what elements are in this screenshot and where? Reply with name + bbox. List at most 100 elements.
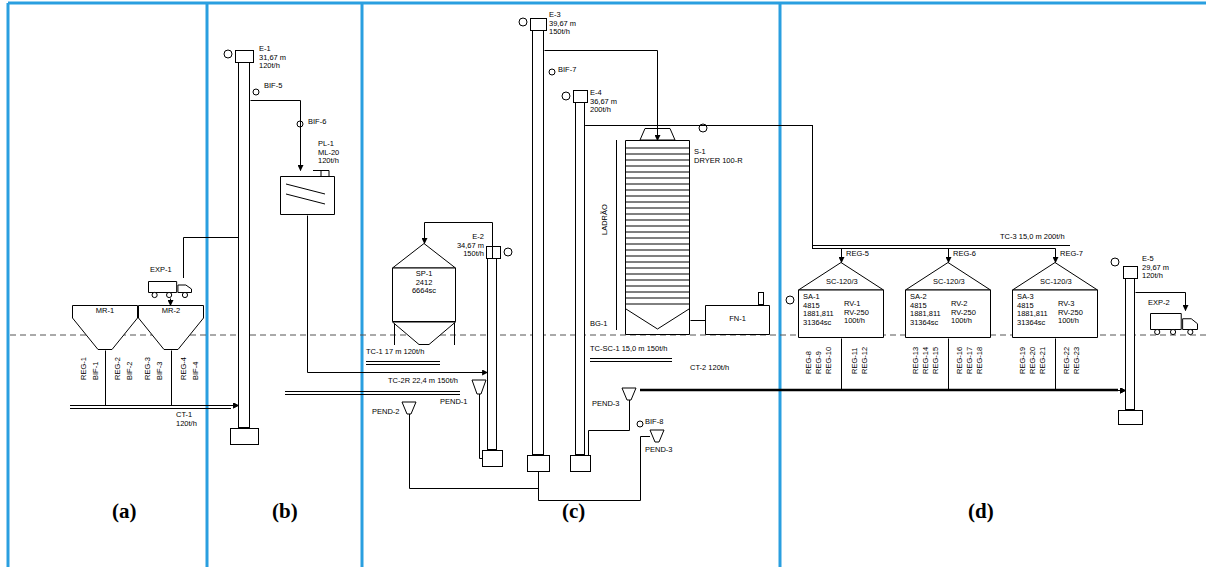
equipment-tag: 100t/h: [1058, 317, 1083, 326]
valve-tag: BIF-5: [264, 82, 282, 91]
bucket-elevator: E-234,67 m150t/h: [487, 258, 497, 450]
grain-dryer-outline: [626, 274, 689, 275]
conveyor-tag: TC-1 17 m 120t/h: [366, 348, 424, 357]
conveyor: [285, 392, 460, 395]
equipment-tag: 120t/h: [259, 62, 286, 71]
storage-silo: SA-348151881,81131364scRV-3RV-250100t/h: [1012, 262, 1098, 338]
flow-line: [949, 339, 1126, 391]
chute-line: [410, 414, 539, 489]
grain-dryer-outline: [626, 214, 689, 215]
equipment-tag: 2412: [412, 279, 436, 288]
tag-block: E-131,67 m120t/h: [259, 45, 286, 71]
equipment-tag: 31,67 m: [259, 54, 286, 63]
panel-divider: [7, 3, 10, 567]
equipment-tag: 100t/h: [951, 317, 976, 326]
receiving-hopper-outline: [73, 306, 138, 350]
equipment-tag: RV-250: [951, 309, 976, 318]
chute-line: [480, 394, 483, 459]
truck-loadout-outline: [1155, 329, 1160, 334]
grain-dryer-outline: [626, 232, 689, 233]
elevator-head: [531, 19, 547, 31]
conveyor: [616, 140, 617, 330]
equipment-tag: SA-3: [1017, 293, 1048, 302]
dryer-cap: [759, 293, 764, 305]
storage-silo: SA-248151881,81131364scRV-2RV-250100t/h: [905, 262, 991, 338]
truck-unloader-outline: [149, 282, 177, 293]
truck-loadout-outline: [1188, 329, 1193, 334]
elevator-head: [1124, 267, 1138, 279]
truck-unloader-outline: [148, 278, 192, 298]
conveyor: [70, 140, 1118, 409]
valve-tag: REG-1: [80, 357, 89, 380]
equipment-tag: RV-3: [1058, 300, 1083, 309]
flow-line: [842, 339, 1126, 391]
furnace: FN-1: [705, 305, 770, 335]
tag-block: EXP-2: [1148, 299, 1170, 308]
elevator-boot: [571, 456, 591, 472]
grain-dryer-outline: [626, 196, 689, 197]
bucket-elevator: E-436,67 m200t/h: [575, 102, 585, 455]
tag-block: E-436,67 m200t/h: [590, 89, 617, 115]
flow-line: [545, 51, 658, 141]
equipment-tag: 6664sc: [412, 287, 436, 296]
surge-silo-outline: [393, 322, 456, 345]
truck-unloader-outline: [152, 292, 157, 297]
surge-silo-outline: [393, 268, 456, 322]
valve-tag: REG-9: [815, 351, 824, 374]
equipment-tag: 4815: [803, 302, 834, 311]
equipment-tag: 31364sc: [910, 319, 941, 328]
bucket-elevator: E-529,67 m120t/h: [1125, 278, 1135, 410]
chute-line: [539, 437, 651, 501]
valve-tag: REG-22: [1063, 347, 1072, 374]
conveyor-tag: TC-3 15,0 m 200t/h: [1000, 233, 1065, 242]
conveyor-tag: 120t/h: [176, 420, 197, 429]
valve-tag: REG-7: [1060, 250, 1083, 259]
valve-tag: BIF-2: [126, 362, 135, 380]
tag-block: FN-1: [729, 315, 746, 324]
equipment-tag: RV-250: [844, 309, 869, 318]
tag-block: E-529,67 m120t/h: [1142, 255, 1169, 281]
conveyor: [366, 362, 440, 365]
bucket-elevator: E-131,67 m120t/h: [238, 62, 250, 428]
receiving-hopper: MR-2: [138, 305, 204, 350]
equipment-tag: PL-1: [318, 140, 339, 149]
valve-tag: PEND-3: [592, 400, 620, 409]
grain-dryer-outline: [626, 184, 689, 185]
valve-tag: REG-8: [805, 351, 814, 374]
storage-silo-outline: [906, 290, 991, 338]
valve-tag: REG-21: [1039, 347, 1048, 374]
roof-tag: SC-120/3: [1040, 278, 1072, 287]
grain-dryer-outline: [625, 140, 690, 335]
tag-block: SA-248151881,81131364sc: [910, 293, 941, 328]
truck-unloader: EXP-1: [148, 278, 192, 298]
surge-silo-outline: [393, 244, 456, 269]
tag-block: S-1DRYER 100-R: [694, 148, 743, 165]
panel-divider: [779, 3, 782, 567]
conveyor: [812, 245, 1070, 246]
valve-tag: REG-15: [932, 347, 941, 374]
diverter-valve: [549, 69, 555, 75]
elevator-head: [236, 51, 254, 63]
chute-line: [410, 394, 651, 501]
panel-letter: (b): [272, 500, 298, 523]
grain-dryer-outline: [626, 208, 689, 209]
elevator-head: [574, 91, 588, 103]
equipment-tag: 100t/h: [844, 317, 869, 326]
tag-block: PL-1ML-20120t/h: [318, 140, 339, 166]
equipment-tag: 1881,811: [910, 310, 941, 319]
tag-block: EXP-1: [150, 266, 172, 275]
equipment-tag: 150t/h: [457, 250, 484, 259]
tag-block: E-339,67 m150t/h: [549, 11, 576, 37]
valve-tag: REG-23: [1073, 347, 1082, 374]
equipment-tag: 200t/h: [590, 106, 617, 115]
equipment-tag: 150t/h: [549, 28, 576, 37]
valve-tag: REG-12: [861, 347, 870, 374]
equipment-tag: BG-1: [590, 320, 608, 329]
pre-cleaner-outline: [281, 177, 335, 215]
equipment-tag: E-5: [1142, 255, 1169, 264]
valve-tag: REG-10: [825, 347, 834, 374]
grain-dryer-outline: [626, 250, 689, 251]
grain-dryer-outline: [626, 226, 689, 227]
valve-tag: BIF-4: [192, 362, 201, 380]
